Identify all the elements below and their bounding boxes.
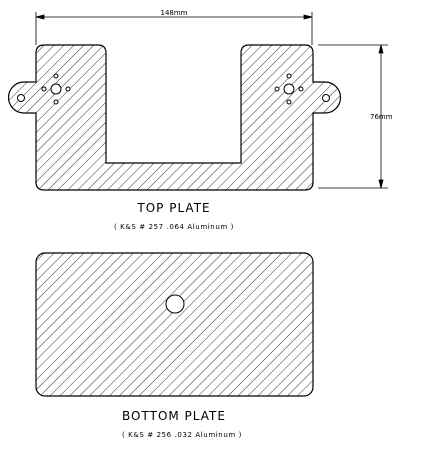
height-dimension [318, 44, 388, 189]
top-plate [7, 44, 342, 191]
bottom-plate-center-hole [165, 294, 185, 314]
top-plate-body [7, 44, 342, 191]
width-dimension [35, 12, 313, 45]
top-plate-title: TOP PLATE [136, 201, 210, 215]
height-dimension-label: 76mm [370, 113, 393, 121]
bottom-plate [35, 252, 314, 397]
right-mounting-holes [274, 73, 304, 105]
left-ear-hole [17, 94, 25, 102]
top-plate-spec: ( K&S # 257 .064 Aluminum ) [114, 223, 234, 231]
left-mounting-holes [41, 73, 71, 105]
bottom-plate-body [35, 252, 314, 397]
right-ear-hole [322, 94, 330, 102]
bottom-plate-title: BOTTOM PLATE [122, 409, 226, 423]
width-dimension-label: 148mm [161, 9, 188, 17]
bottom-plate-spec: ( K&S # 256 .032 Aluminum ) [122, 431, 242, 439]
